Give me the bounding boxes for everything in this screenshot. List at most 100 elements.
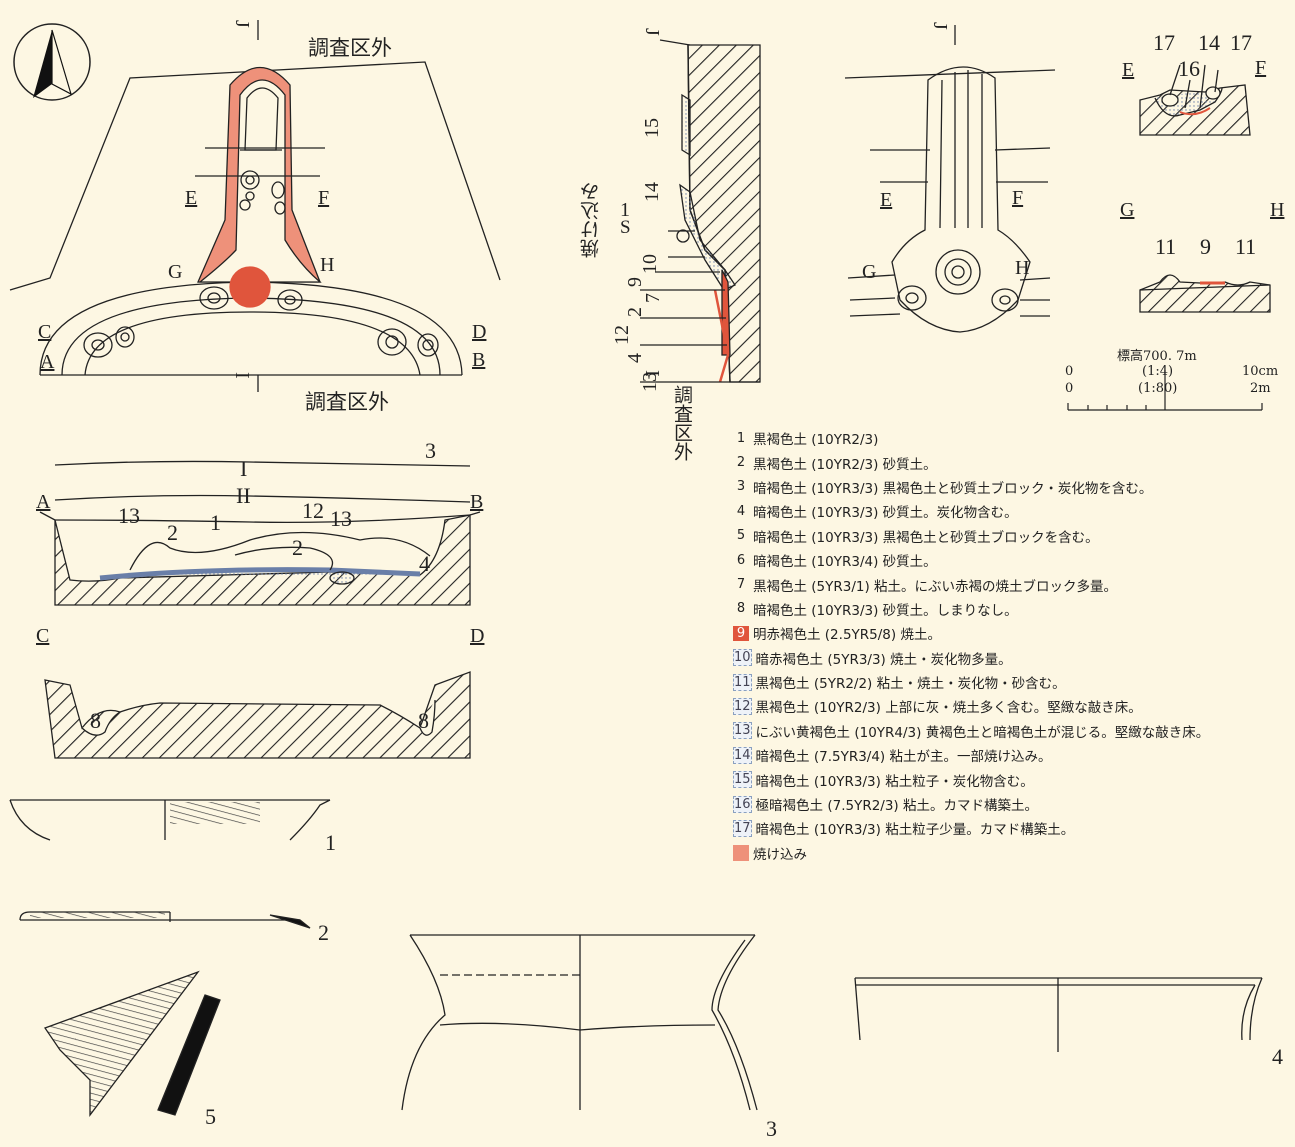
ef-num-17b: 17	[1230, 30, 1252, 55]
legend-row: 4 暗褐色土 (10YR3/3) 砂質土。炭化物含む。	[733, 499, 1288, 523]
scale-ratio-2: (1:80)	[1138, 381, 1178, 396]
legend-text: 黒褐色土 (10YR2/3) 砂質土。	[753, 456, 937, 473]
legend-text: にぶい黄褐色土 (10YR4/3) 黄褐色土と暗褐色土が混じる。堅緻な敲き床。	[755, 724, 1210, 741]
legend-number: 4	[736, 503, 746, 519]
legend-text: 黒褐色土 (10YR2/3) 上部に灰・焼土多く含む。堅緻な敲き床。	[755, 700, 1142, 717]
burnt-in-vertical-label: 焼け込み	[580, 182, 602, 258]
plan-view-2	[844, 25, 1056, 333]
plan-label-b: B	[472, 349, 486, 371]
profile-label-j: J	[641, 28, 663, 36]
elevation-label: 標高700. 7m	[1117, 349, 1197, 364]
ab-num-2b: 2	[292, 535, 303, 560]
legend-text: 極暗褐色土 (7.5YR2/3) 粘土。カマド構築土。	[755, 798, 1038, 815]
gh-label-h: H	[1270, 199, 1285, 221]
gh-num-11a: 11	[1155, 234, 1177, 259]
outside-bottom-label: 調査区外	[305, 390, 389, 414]
legend-text: 暗褐色土 (10YR3/4) 砂質土。	[753, 554, 937, 571]
legend-text: 暗赤褐色土 (5YR3/3) 焼土・炭化物多量。	[755, 651, 1012, 668]
legend-text: 暗褐色土 (10YR3/3) 粘土粒子・炭化物含む。	[755, 773, 1034, 790]
artifact-num-3: 3	[766, 1116, 777, 1141]
cd-num-8b: 8	[418, 708, 429, 733]
artifact-num-4: 4	[1272, 1044, 1283, 1069]
legend-row: 6 暗褐色土 (10YR3/4) 砂質土。	[733, 548, 1288, 572]
ef-label-e: E	[1122, 59, 1135, 81]
legend-text: 暗褐色土 (7.5YR3/4) 粘土が主。一部焼け込み。	[755, 749, 1052, 766]
scale-zero-1: 0	[1065, 364, 1074, 379]
scale-bar	[1067, 370, 1263, 411]
plan-label-f: F	[318, 187, 330, 209]
ab-layer-ii: II	[236, 483, 251, 508]
profile-num-4: 4	[624, 353, 646, 363]
legend-number: 1	[736, 430, 746, 446]
legend-number: 3	[736, 479, 746, 495]
artifact-2	[19, 911, 311, 929]
ef-num-16: 16	[1178, 56, 1200, 81]
plan-label-d: D	[472, 321, 487, 343]
ab-num-13a: 13	[118, 503, 140, 528]
section-gh	[1139, 274, 1271, 313]
north-arrow-icon	[13, 23, 91, 101]
artifact-4	[854, 977, 1263, 1052]
profile-label-i: I	[641, 370, 663, 377]
legend-number: 12	[733, 697, 752, 715]
gh-label-g: G	[1120, 199, 1135, 221]
legend-text: 黒褐色土 (10YR2/3)	[753, 432, 879, 449]
profile-num-9: 9	[624, 277, 646, 287]
legend-text: 暗褐色土 (10YR3/3) 粘土粒子少量。カマド構築土。	[755, 822, 1075, 839]
legend-text: 黒褐色土 (5YR2/2) 粘土・焼土・炭化物・砂含む。	[755, 676, 1066, 693]
legend-row: 1 黒褐色土 (10YR2/3)	[733, 426, 1288, 450]
ab-label-b: B	[470, 491, 484, 513]
ab-num-1: 1	[210, 510, 221, 535]
section-cd	[44, 671, 471, 759]
artifact-num-2: 2	[318, 920, 329, 945]
ab-num-13b: 13	[330, 506, 352, 531]
ab-layer-i: I	[240, 456, 248, 481]
ab-num-3: 3	[425, 438, 436, 463]
plan2-label-f: F	[1012, 187, 1024, 209]
scale-zero-2: 0	[1065, 381, 1074, 396]
cd-label-c: C	[36, 625, 50, 647]
legend-number: 9	[733, 625, 749, 641]
profile-num-13: 13	[639, 372, 661, 392]
outside-vertical-label: 調査区外	[671, 385, 693, 461]
legend-number: 17	[733, 819, 752, 837]
plan-label-i: I	[231, 372, 253, 379]
profile-num-12: 12	[611, 325, 633, 345]
legend-text: 焼け込み	[753, 846, 807, 863]
section-ef	[1139, 64, 1251, 136]
legend-number	[733, 844, 749, 861]
ef-num-17a: 17	[1153, 30, 1175, 55]
plan2-label-g: G	[862, 261, 877, 283]
legend-number: 15	[733, 771, 752, 789]
legend-number: 6	[736, 552, 746, 568]
ab-num-2a: 2	[167, 520, 178, 545]
scale-max-1: 10cm	[1242, 364, 1279, 379]
profile-label-s: S	[620, 217, 631, 238]
plan-label-e: E	[185, 187, 198, 209]
legend-number: 11	[733, 673, 752, 691]
legend-text: 暗褐色土 (10YR3/3) 黒褐色土と砂質土ブロックを含む。	[753, 529, 1099, 546]
ab-label-a: A	[36, 491, 51, 513]
artifact-5	[43, 970, 221, 1117]
legend-text: 暗褐色土 (10YR3/3) 砂質土。しまりなし。	[753, 602, 1018, 619]
gh-num-9: 9	[1200, 234, 1211, 259]
plan-label-a: A	[40, 351, 55, 373]
section-ab	[39, 460, 481, 606]
plan2-label-j: J	[929, 22, 951, 30]
artifact-1	[9, 799, 331, 841]
plan2-label-h: H	[1015, 257, 1030, 279]
scale-ratio-1: (1:4)	[1142, 364, 1174, 379]
profile-num-10: 10	[639, 254, 661, 274]
legend-text: 暗褐色土 (10YR3/3) 砂質土。炭化物含む。	[753, 505, 1018, 522]
